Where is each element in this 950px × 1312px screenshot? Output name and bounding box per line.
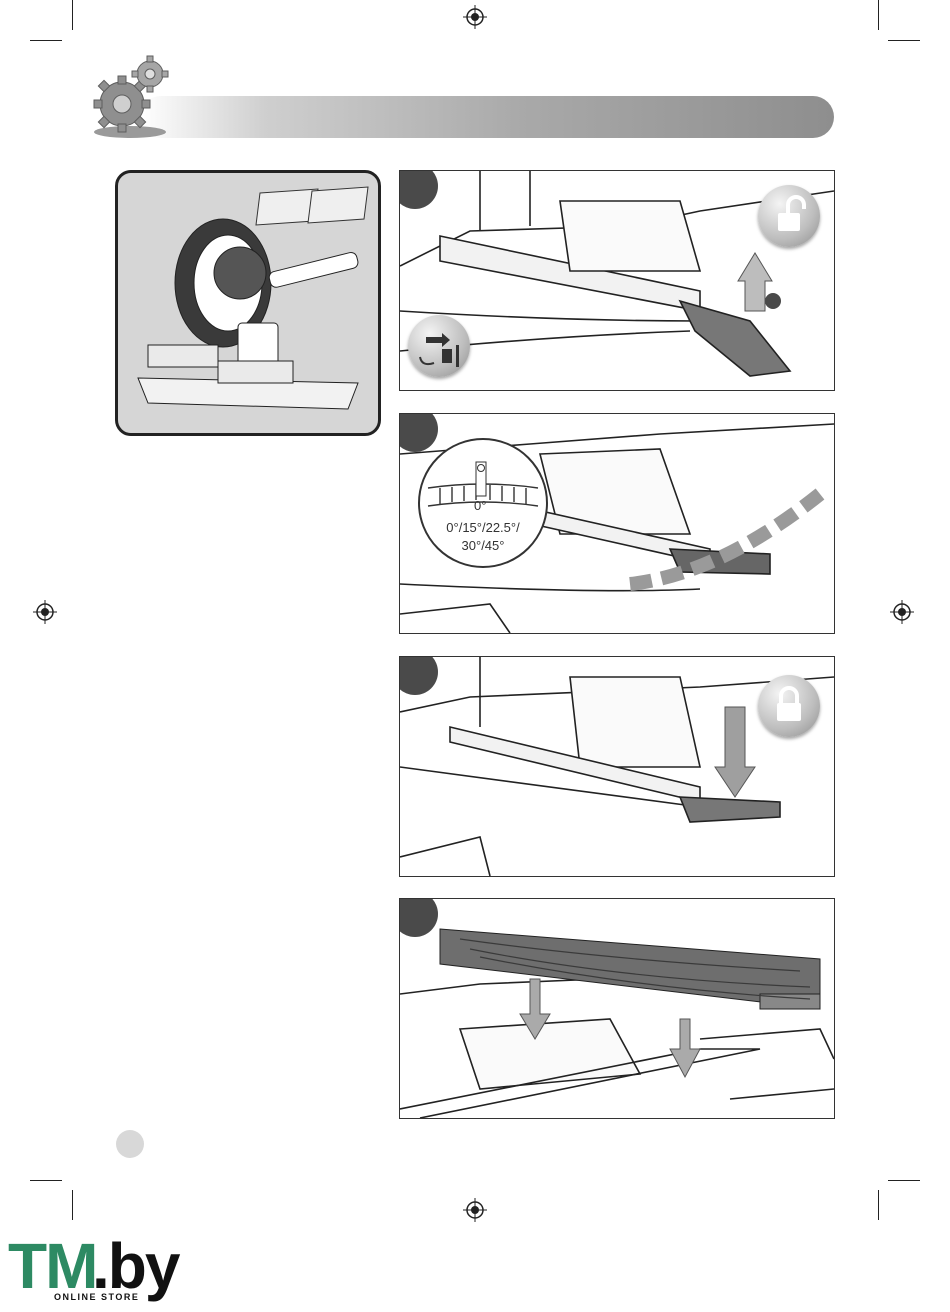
registration-mark-icon <box>890 600 914 624</box>
step-panel-lock <box>399 656 835 877</box>
registration-mark-icon <box>463 1198 487 1222</box>
step-panel-place-workpiece <box>399 898 835 1119</box>
lock-padlock-icon <box>758 675 820 737</box>
crop-mark <box>72 1190 73 1220</box>
logo-tagline: ONLINE STORE <box>54 1292 139 1302</box>
header-bar <box>140 96 834 138</box>
step-panel-adjust-angle: 0° 0°/15°/22.5°/ 30°/45° <box>399 413 835 634</box>
store-logo: TM .by ONLINE STORE <box>8 1234 168 1306</box>
crop-mark <box>888 40 920 41</box>
unplug-icon <box>408 315 470 377</box>
dial-angles-line2: 30°/45° <box>462 538 505 553</box>
overview-illustration <box>115 170 381 436</box>
registration-mark-icon <box>463 5 487 29</box>
dial-angles-line1: 0°/15°/22.5°/ <box>446 520 520 535</box>
crop-mark <box>30 1180 62 1181</box>
crop-mark <box>72 0 73 30</box>
fence-drawing <box>400 899 834 1118</box>
crop-mark <box>878 0 879 30</box>
crop-mark <box>878 1190 879 1220</box>
page-number-dot <box>116 1130 144 1158</box>
dial-zero-label: 0° <box>474 498 486 513</box>
gears-icon <box>88 52 176 140</box>
crop-mark <box>888 1180 920 1181</box>
wood-boards-icon <box>256 187 368 225</box>
unlock-padlock-icon <box>758 185 820 247</box>
registration-mark-icon <box>33 600 57 624</box>
crop-mark <box>30 40 62 41</box>
step-panel-unlock <box>399 170 835 391</box>
logo-brand: TM <box>8 1234 96 1298</box>
miter-saw-drawing <box>138 219 359 409</box>
angle-dial: 0° 0°/15°/22.5°/ 30°/45° <box>418 438 548 568</box>
logo-suffix: .by <box>92 1234 178 1298</box>
